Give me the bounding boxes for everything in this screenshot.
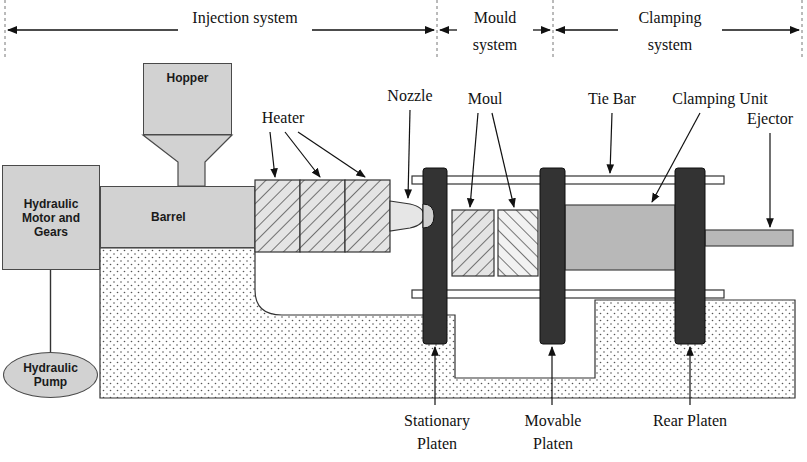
node-text: Hydraulic Pump [18, 361, 83, 389]
hopper-box: Hopper [143, 63, 232, 135]
section-title: Injection system [185, 4, 305, 31]
leader-arrow [689, 347, 690, 405]
section-divider [802, 0, 803, 60]
part-label: Ejector [739, 109, 801, 129]
span-arrow [533, 29, 550, 30]
node-text: Hopper [167, 71, 209, 85]
connector-line [50, 270, 51, 352]
part-label: Rear Platen [647, 409, 733, 432]
span-arrow [556, 29, 618, 30]
leader-arrow [769, 133, 770, 227]
section-divider [553, 0, 554, 60]
leader-arrow [285, 132, 320, 177]
rear-platen [675, 168, 705, 344]
movable-platen [540, 168, 565, 344]
leader-arrow [298, 132, 365, 177]
leader-arrow [492, 113, 514, 207]
part-label: Nozzle [375, 86, 445, 106]
hopper-funnel [143, 135, 232, 186]
span-arrow [440, 29, 457, 30]
motor-box: Hydraulic Motor and Gears [2, 165, 100, 270]
barrel-box: Barrel [100, 186, 255, 248]
stationary-platen [423, 168, 447, 344]
mould-half [452, 210, 494, 276]
nozzle-shape [390, 201, 424, 231]
leader-arrow [652, 113, 700, 202]
leader-arrow [270, 132, 275, 177]
section-divider [5, 0, 6, 60]
leader-arrow [610, 113, 612, 173]
ejector-rod [705, 230, 793, 246]
heater-band [255, 180, 300, 252]
part-label: Heater [248, 108, 318, 128]
span-arrow [722, 29, 799, 30]
span-arrow [8, 29, 178, 30]
heater-band [300, 180, 345, 252]
node-text: Barrel [151, 210, 186, 224]
part-label: Moul [455, 89, 515, 109]
leader-arrow [434, 347, 435, 405]
section-title: Clamping system [622, 4, 718, 58]
clamping-cylinder [565, 205, 675, 270]
nozzle-seat [423, 204, 434, 228]
section-divider [437, 0, 438, 60]
section-title: Mould system [460, 4, 530, 58]
leader-arrow [551, 347, 552, 405]
mould-half [498, 210, 538, 276]
pump-ellipse: Hydraulic Pump [3, 352, 98, 398]
node-text: Hydraulic Motor and Gears [9, 197, 93, 239]
leader-arrow [470, 113, 478, 207]
part-label: Clamping Unit [664, 89, 776, 109]
part-label: Tie Bar [577, 89, 647, 109]
heater-band [345, 180, 390, 252]
span-arrow [312, 29, 434, 30]
part-label: Movable Platen [510, 409, 596, 455]
part-label: Stationary Platen [394, 409, 480, 455]
leader-arrow [408, 110, 410, 198]
